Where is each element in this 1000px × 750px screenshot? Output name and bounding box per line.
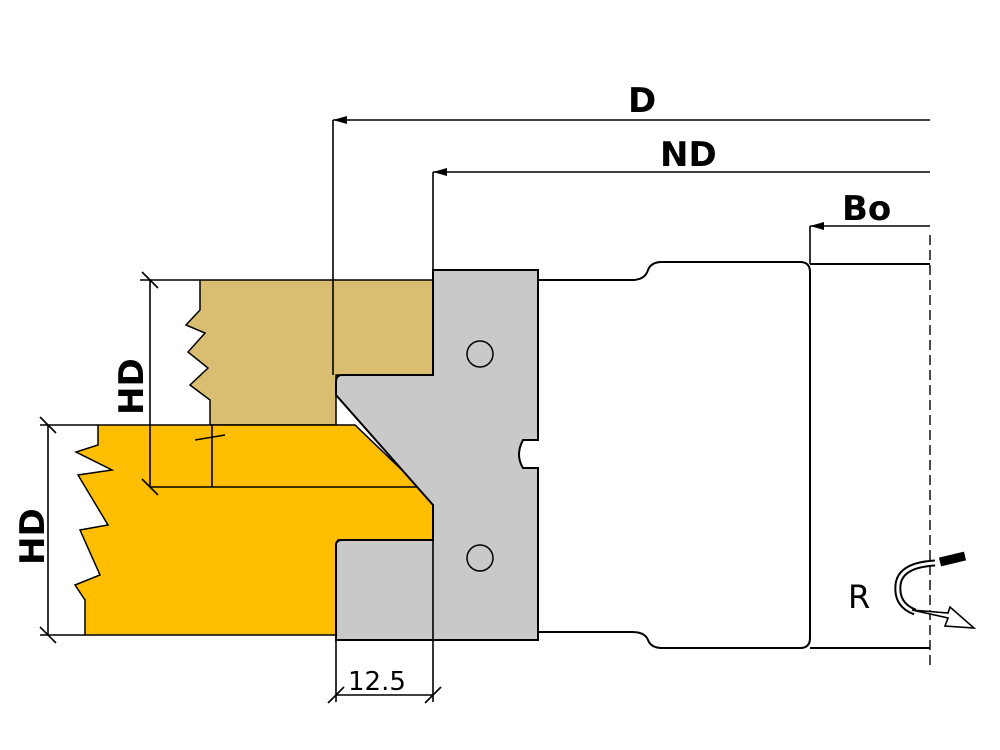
- cutter-body: [538, 261, 811, 649]
- rotation-label: R: [848, 578, 870, 616]
- screw-lower-icon: [466, 544, 494, 572]
- screw-upper-icon: [466, 340, 494, 368]
- hd-upper-tick-bottom: [141, 478, 159, 496]
- hd-upper-tick-top: [141, 271, 159, 289]
- width-tick-left: [327, 686, 345, 704]
- hd-upper-label: HD: [112, 358, 152, 415]
- workpiece-joint-line: [150, 425, 420, 488]
- rotation-arrow-icon: [894, 551, 977, 629]
- d-label: D: [628, 81, 656, 121]
- nd-label: ND: [660, 135, 717, 175]
- bo-label: Bo: [842, 189, 891, 229]
- hd-lower-tick-bottom: [39, 626, 57, 644]
- hd-lower-label: HD: [13, 508, 53, 565]
- hd-lower-tick-top: [39, 416, 57, 434]
- width-label: 12.5: [348, 667, 406, 697]
- width-tick-right: [424, 686, 442, 704]
- cutter-body-right: [810, 263, 930, 649]
